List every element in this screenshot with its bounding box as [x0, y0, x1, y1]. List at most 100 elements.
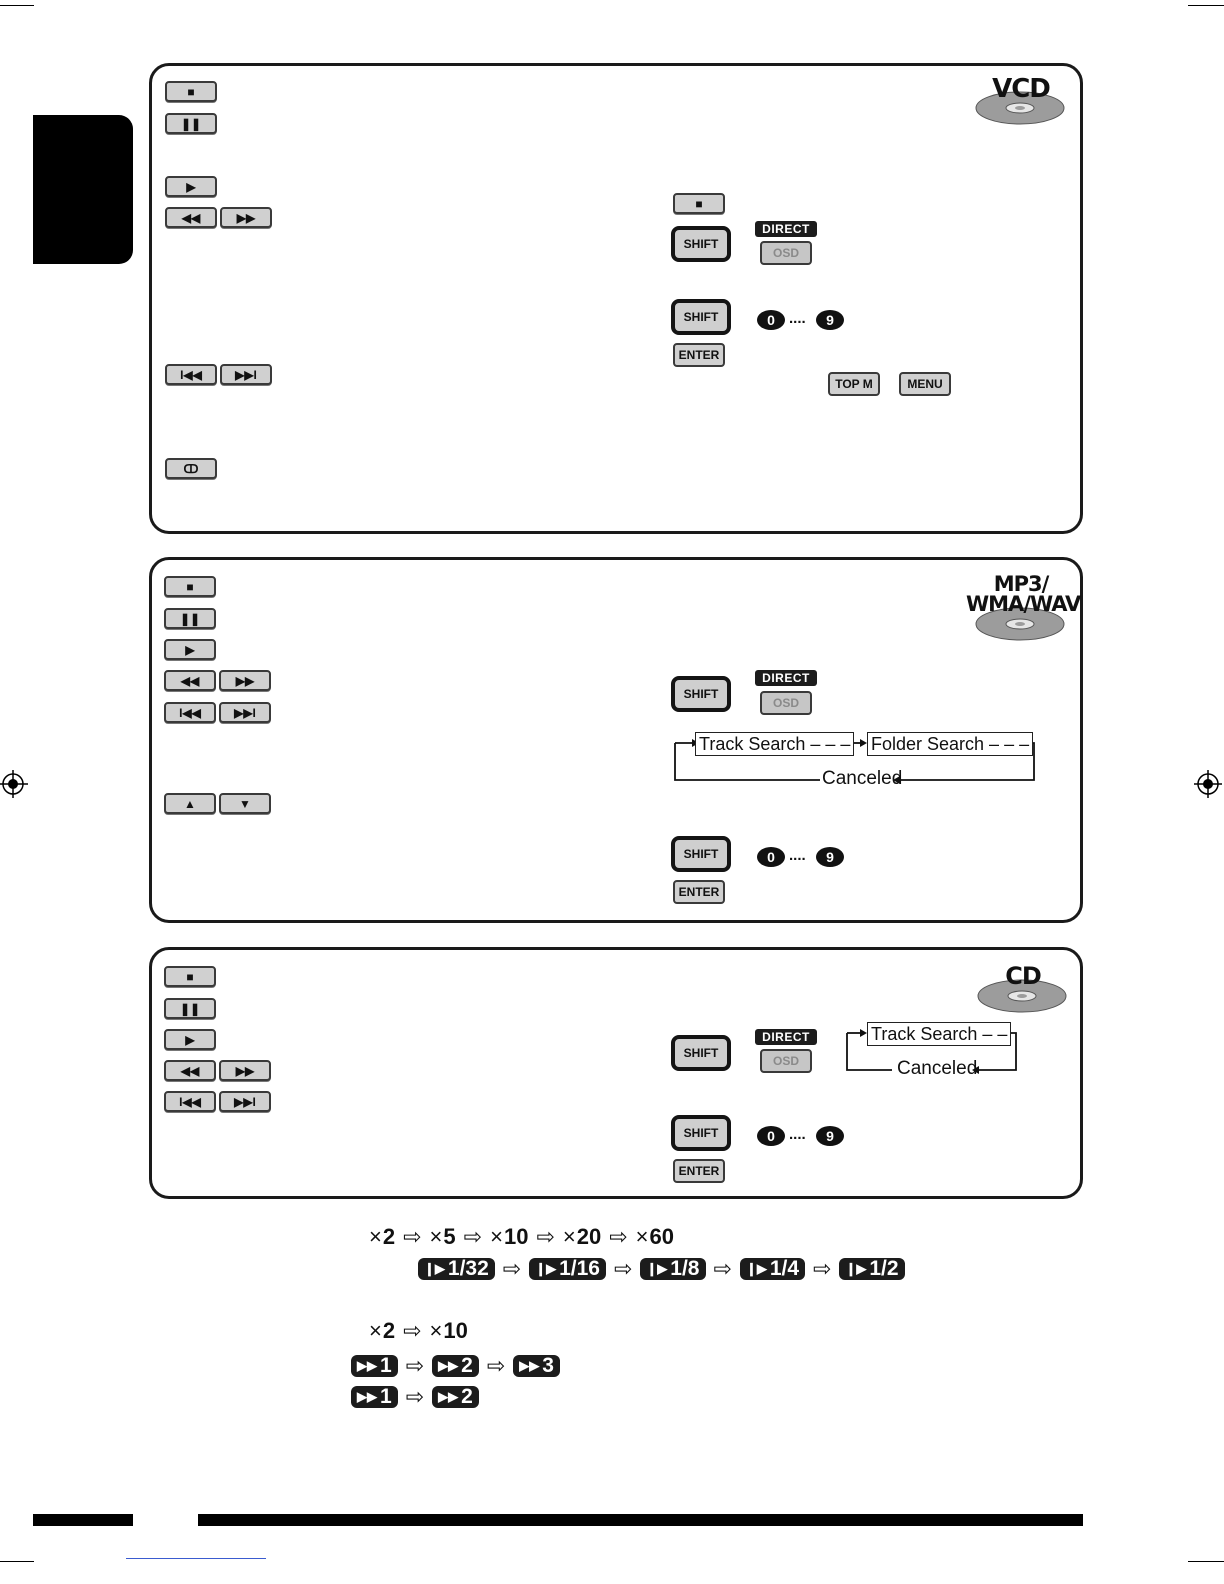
enter-button[interactable]: ENTER	[673, 880, 725, 904]
stop-icon: ■	[186, 969, 194, 984]
multiply-symbol: ×	[429, 1224, 443, 1249]
speed-value: 1/4	[769, 1257, 800, 1280]
play-button[interactable]: ▶	[165, 176, 217, 197]
speed-badge: ▶▶1	[351, 1385, 398, 1408]
disc-label: CD	[1005, 962, 1042, 990]
footer-bar-left	[33, 1514, 133, 1526]
stop-button[interactable]: ■	[164, 966, 216, 987]
multiply-symbol: ×	[369, 1318, 382, 1343]
speed-value: 2	[461, 1385, 473, 1408]
digit-button-9[interactable]: 9	[816, 1126, 844, 1146]
osd-button[interactable]: OSD	[760, 241, 812, 265]
rewind-icon: ◀◀	[181, 210, 201, 225]
crop-mark	[1188, 5, 1224, 6]
shift-button[interactable]: SHIFT	[671, 836, 731, 872]
speed-badge: ▶▶2	[432, 1385, 479, 1408]
rewind-button[interactable]: ◀◀	[164, 1060, 216, 1081]
down-button[interactable]: ▼	[219, 793, 271, 814]
arrow-icon: ⇨	[463, 1224, 483, 1249]
fast-forward-button[interactable]: ▶▶	[219, 1060, 271, 1081]
digit-button-9[interactable]: 9	[816, 847, 844, 867]
arrow-icon: ⇨	[613, 1256, 633, 1281]
previous-button[interactable]: I◀◀	[165, 364, 217, 385]
play-button[interactable]: ▶	[164, 639, 216, 660]
enter-button[interactable]: ENTER	[673, 1159, 725, 1183]
rewind-button[interactable]: ◀◀	[165, 207, 217, 228]
up-button[interactable]: ▲	[164, 793, 216, 814]
digit-button-9[interactable]: 9	[816, 310, 844, 330]
vcd-panel	[149, 63, 1083, 534]
speed-value: 1	[380, 1354, 392, 1377]
step-sequence-two: ▶▶1⇨▶▶2	[351, 1384, 479, 1410]
speed-value: 1/2	[869, 1257, 899, 1280]
play-button[interactable]: ▶	[164, 1029, 216, 1050]
disc-icon	[975, 91, 1065, 125]
next-button[interactable]: ▶▶I	[219, 702, 271, 723]
slow-play-icon: ❙▶	[535, 1261, 557, 1276]
range-dots: ....	[789, 847, 806, 864]
speed-value: 1	[380, 1385, 392, 1408]
rewind-icon: ◀◀	[180, 1063, 200, 1078]
pause-button[interactable]: ❚❚	[165, 113, 217, 134]
digit-button-0[interactable]: 0	[757, 1126, 785, 1146]
fast-forward-button[interactable]: ▶▶	[219, 670, 271, 691]
audio-button[interactable]: ↀ	[165, 458, 217, 479]
enter-button[interactable]: ENTER	[673, 343, 725, 367]
pause-icon: ❚❚	[180, 116, 202, 131]
shift-button[interactable]: SHIFT	[671, 1115, 731, 1151]
stop-button[interactable]: ■	[673, 193, 725, 214]
disc-icon	[977, 979, 1067, 1013]
arrow-icon: ⇨	[536, 1224, 555, 1249]
previous-button[interactable]: I◀◀	[164, 1091, 216, 1112]
footer-bar	[198, 1514, 1083, 1526]
pause-icon: ❚❚	[179, 611, 201, 626]
stop-button[interactable]: ■	[165, 81, 217, 102]
arrow-icon: ⇨	[405, 1353, 425, 1378]
speed-value: 20	[576, 1224, 602, 1249]
canceled-label: Canceled	[897, 1058, 978, 1079]
fast-forward-button[interactable]: ▶▶	[220, 207, 272, 228]
folder-search-box: Folder Search – – –	[867, 732, 1034, 756]
next-button[interactable]: ▶▶I	[220, 364, 272, 385]
menu-button[interactable]: MENU	[899, 372, 951, 396]
next-button[interactable]: ▶▶I	[219, 1091, 271, 1112]
shift-button[interactable]: SHIFT	[671, 676, 731, 712]
rewind-button[interactable]: ◀◀	[164, 670, 216, 691]
arrow-icon: ⇨	[403, 1224, 422, 1249]
speed-value: 10	[503, 1224, 529, 1249]
footer-link-underline	[126, 1558, 266, 1559]
top-menu-button[interactable]: TOP M	[828, 372, 880, 396]
arrow-icon: ⇨	[403, 1318, 422, 1343]
pause-icon: ❚❚	[179, 1001, 201, 1016]
multiply-symbol: ×	[562, 1224, 576, 1249]
pause-button[interactable]: ❚❚	[164, 608, 216, 629]
osd-button[interactable]: OSD	[760, 1049, 812, 1073]
speed-value: 5	[443, 1224, 456, 1249]
stop-icon: ■	[695, 196, 703, 211]
speed-value: 2	[382, 1318, 396, 1343]
arrow-icon: ⇨	[713, 1256, 732, 1281]
shift-button[interactable]: SHIFT	[671, 299, 731, 335]
stop-icon: ■	[186, 579, 194, 594]
speed-badge: ▶▶3	[513, 1354, 560, 1377]
speed-value: 1/8	[670, 1257, 700, 1280]
direct-label: DIRECT	[755, 1029, 817, 1045]
play-icon: ▶	[185, 642, 195, 657]
pause-button[interactable]: ❚❚	[164, 998, 216, 1019]
speed-value: 2	[382, 1224, 396, 1249]
previous-button[interactable]: I◀◀	[164, 702, 216, 723]
slow-play-icon: ❙▶	[424, 1261, 445, 1276]
range-dots: ....	[789, 310, 806, 327]
shift-button[interactable]: SHIFT	[671, 226, 731, 262]
digit-button-0[interactable]: 0	[757, 847, 785, 867]
osd-button[interactable]: OSD	[760, 691, 812, 715]
digit-button-0[interactable]: 0	[757, 310, 785, 330]
arrow-icon: ⇨	[813, 1256, 832, 1281]
arrow-icon: ⇨	[502, 1256, 522, 1281]
shift-button[interactable]: SHIFT	[671, 1035, 731, 1071]
speed-value: 3	[542, 1354, 554, 1377]
stop-button[interactable]: ■	[164, 576, 216, 597]
next-icon: ▶▶I	[234, 705, 256, 720]
speed-value: 1/32	[447, 1257, 489, 1280]
search-flow-lines	[846, 1029, 1017, 1074]
